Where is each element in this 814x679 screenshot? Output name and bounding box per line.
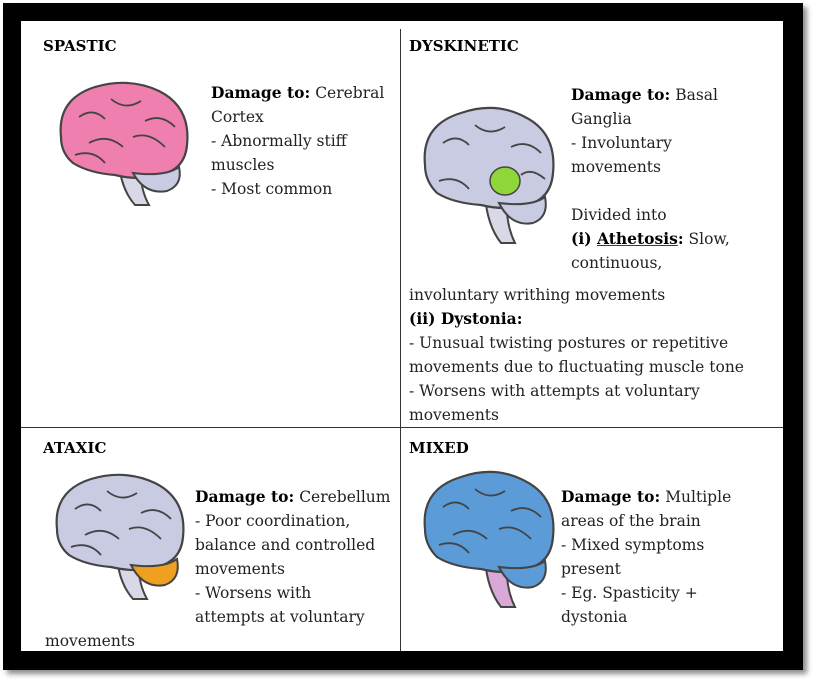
mixed-cortex <box>423 470 555 574</box>
dyskinetic-description-cont: involuntary writhing movements (ii) Dyst… <box>409 286 744 424</box>
cerebellum-highlight <box>129 557 179 587</box>
diagram-panel: SPASTIC Damage to: Cerebral Cortex - Abn… <box>21 21 783 651</box>
dyskinetic-brain-image <box>423 106 555 244</box>
ataxic-description: Damage to: Cerebellum - Poor coordinatio… <box>195 487 391 626</box>
ataxic-title: ATAXIC <box>43 439 107 457</box>
ataxic-trailing: movements <box>45 632 135 650</box>
spastic-cortex <box>59 81 189 180</box>
horizontal-divider <box>21 427 783 428</box>
dyskinetic-title: DYSKINETIC <box>409 37 519 55</box>
vertical-divider-lower <box>400 435 401 651</box>
mixed-title: MIXED <box>409 439 469 457</box>
diagram-frame: SPASTIC Damage to: Cerebral Cortex - Abn… <box>3 3 803 670</box>
basal-ganglia-highlight <box>489 166 521 196</box>
vertical-divider <box>400 29 401 435</box>
dyskinetic-description: Damage to: Basal Ganglia - Involuntary m… <box>571 85 730 272</box>
mixed-description: Damage to: Multiple areas of the brain -… <box>561 487 732 626</box>
mixed-brain-image <box>423 470 555 608</box>
spastic-brain-image <box>59 81 189 206</box>
spastic-title: SPASTIC <box>43 37 117 55</box>
spastic-description: Damage to: Cerebral Cortex - Abnormally … <box>211 83 385 198</box>
ataxic-brain-image <box>55 473 185 600</box>
